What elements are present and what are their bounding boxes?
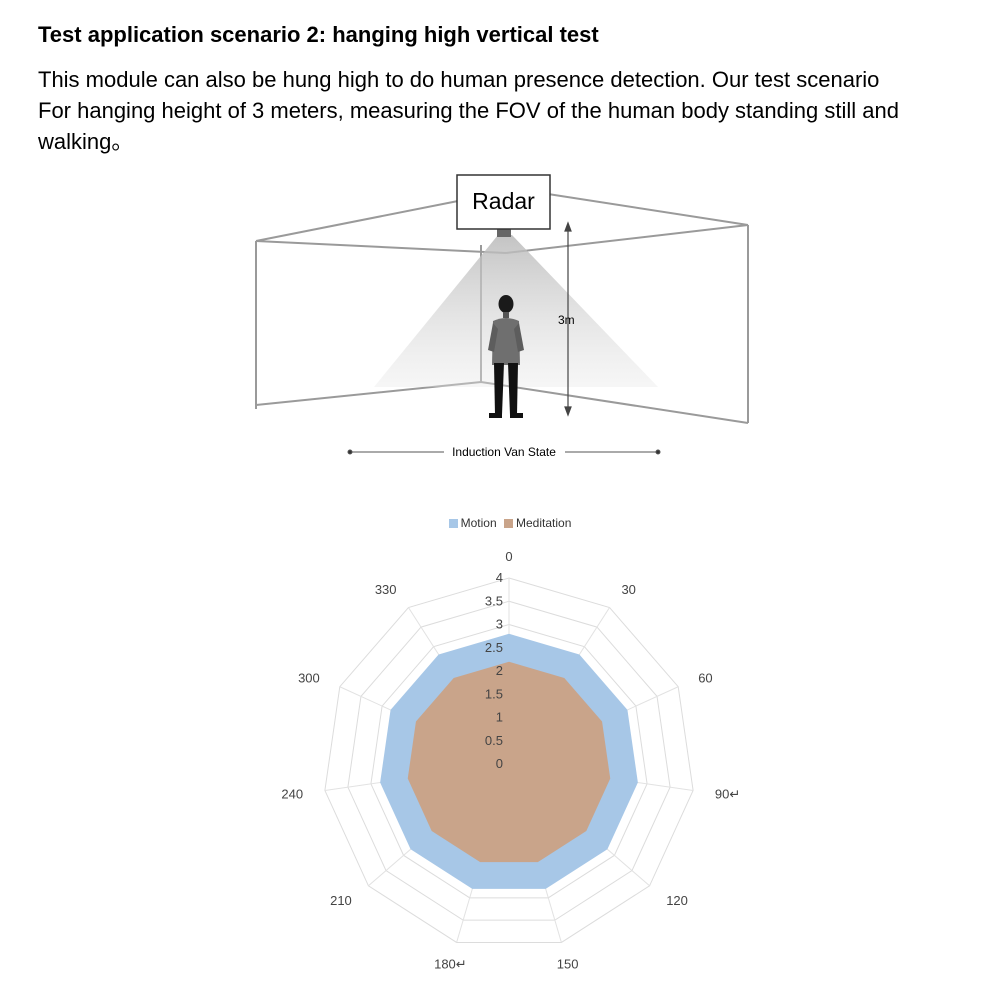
angle-label: 90↵ <box>715 787 740 802</box>
radar-mount <box>497 229 511 237</box>
grid-ring <box>324 577 694 943</box>
section-heading: Test application scenario 2: hanging hig… <box>38 22 599 47</box>
angle-label: 180↵ <box>434 957 467 972</box>
tick-label: 3.5 <box>485 593 503 608</box>
detection-beam <box>374 235 658 387</box>
radar-label-box: Radar <box>456 174 551 230</box>
angle-label: 210 <box>330 893 352 908</box>
paragraph-line: walking。 <box>38 129 134 154</box>
legend-item-motion: Motion <box>448 516 497 530</box>
legend-label: Meditation <box>516 516 572 530</box>
tick-label: 0.5 <box>485 733 503 748</box>
tick-label: 2 <box>496 663 503 678</box>
tick-label: 2.5 <box>485 640 503 655</box>
induction-caption: Induction Van State <box>452 445 556 459</box>
tick-label: 4 <box>496 570 503 585</box>
legend-label: Motion <box>460 516 497 530</box>
test-scene-illustration: Radar 3m Induction Van State <box>240 165 780 475</box>
angle-label: 150 <box>557 957 579 972</box>
series-area-meditation <box>407 661 611 863</box>
paragraph-line: This module can also be hung high to do … <box>38 67 880 92</box>
human-figure-icon <box>488 295 524 418</box>
legend-swatch-meditation <box>504 518 513 528</box>
height-arrow <box>564 221 572 417</box>
radar-label: Radar <box>472 188 535 214</box>
legend-item-meditation: Meditation <box>504 516 571 530</box>
description-paragraph: This module can also be hung high to do … <box>38 64 988 157</box>
grid-ring <box>347 600 671 921</box>
induction-range-line <box>347 449 661 455</box>
tick-label: 1 <box>496 710 503 725</box>
legend-swatch-motion <box>448 518 458 528</box>
angle-label: 120 <box>666 893 688 908</box>
angle-label: 30 <box>621 582 635 597</box>
angle-label: 60 <box>698 671 712 686</box>
angle-label: 330 <box>375 582 397 597</box>
tick-label: 1.5 <box>485 686 503 701</box>
paragraph-line: For hanging height of 3 meters, measurin… <box>38 98 899 123</box>
angle-label: 240 <box>281 787 303 802</box>
tick-label: 3 <box>496 617 503 632</box>
grid-ring <box>370 623 648 899</box>
angle-label: 0 <box>505 549 512 564</box>
angle-label: 300 <box>298 671 320 686</box>
chart-legend: Motion Meditation <box>240 516 780 531</box>
tick-label: 0 <box>496 756 503 771</box>
height-label: 3m <box>558 313 575 327</box>
radar-plot: 00.511.522.533.540306090↵120150180↵21024… <box>281 549 740 972</box>
